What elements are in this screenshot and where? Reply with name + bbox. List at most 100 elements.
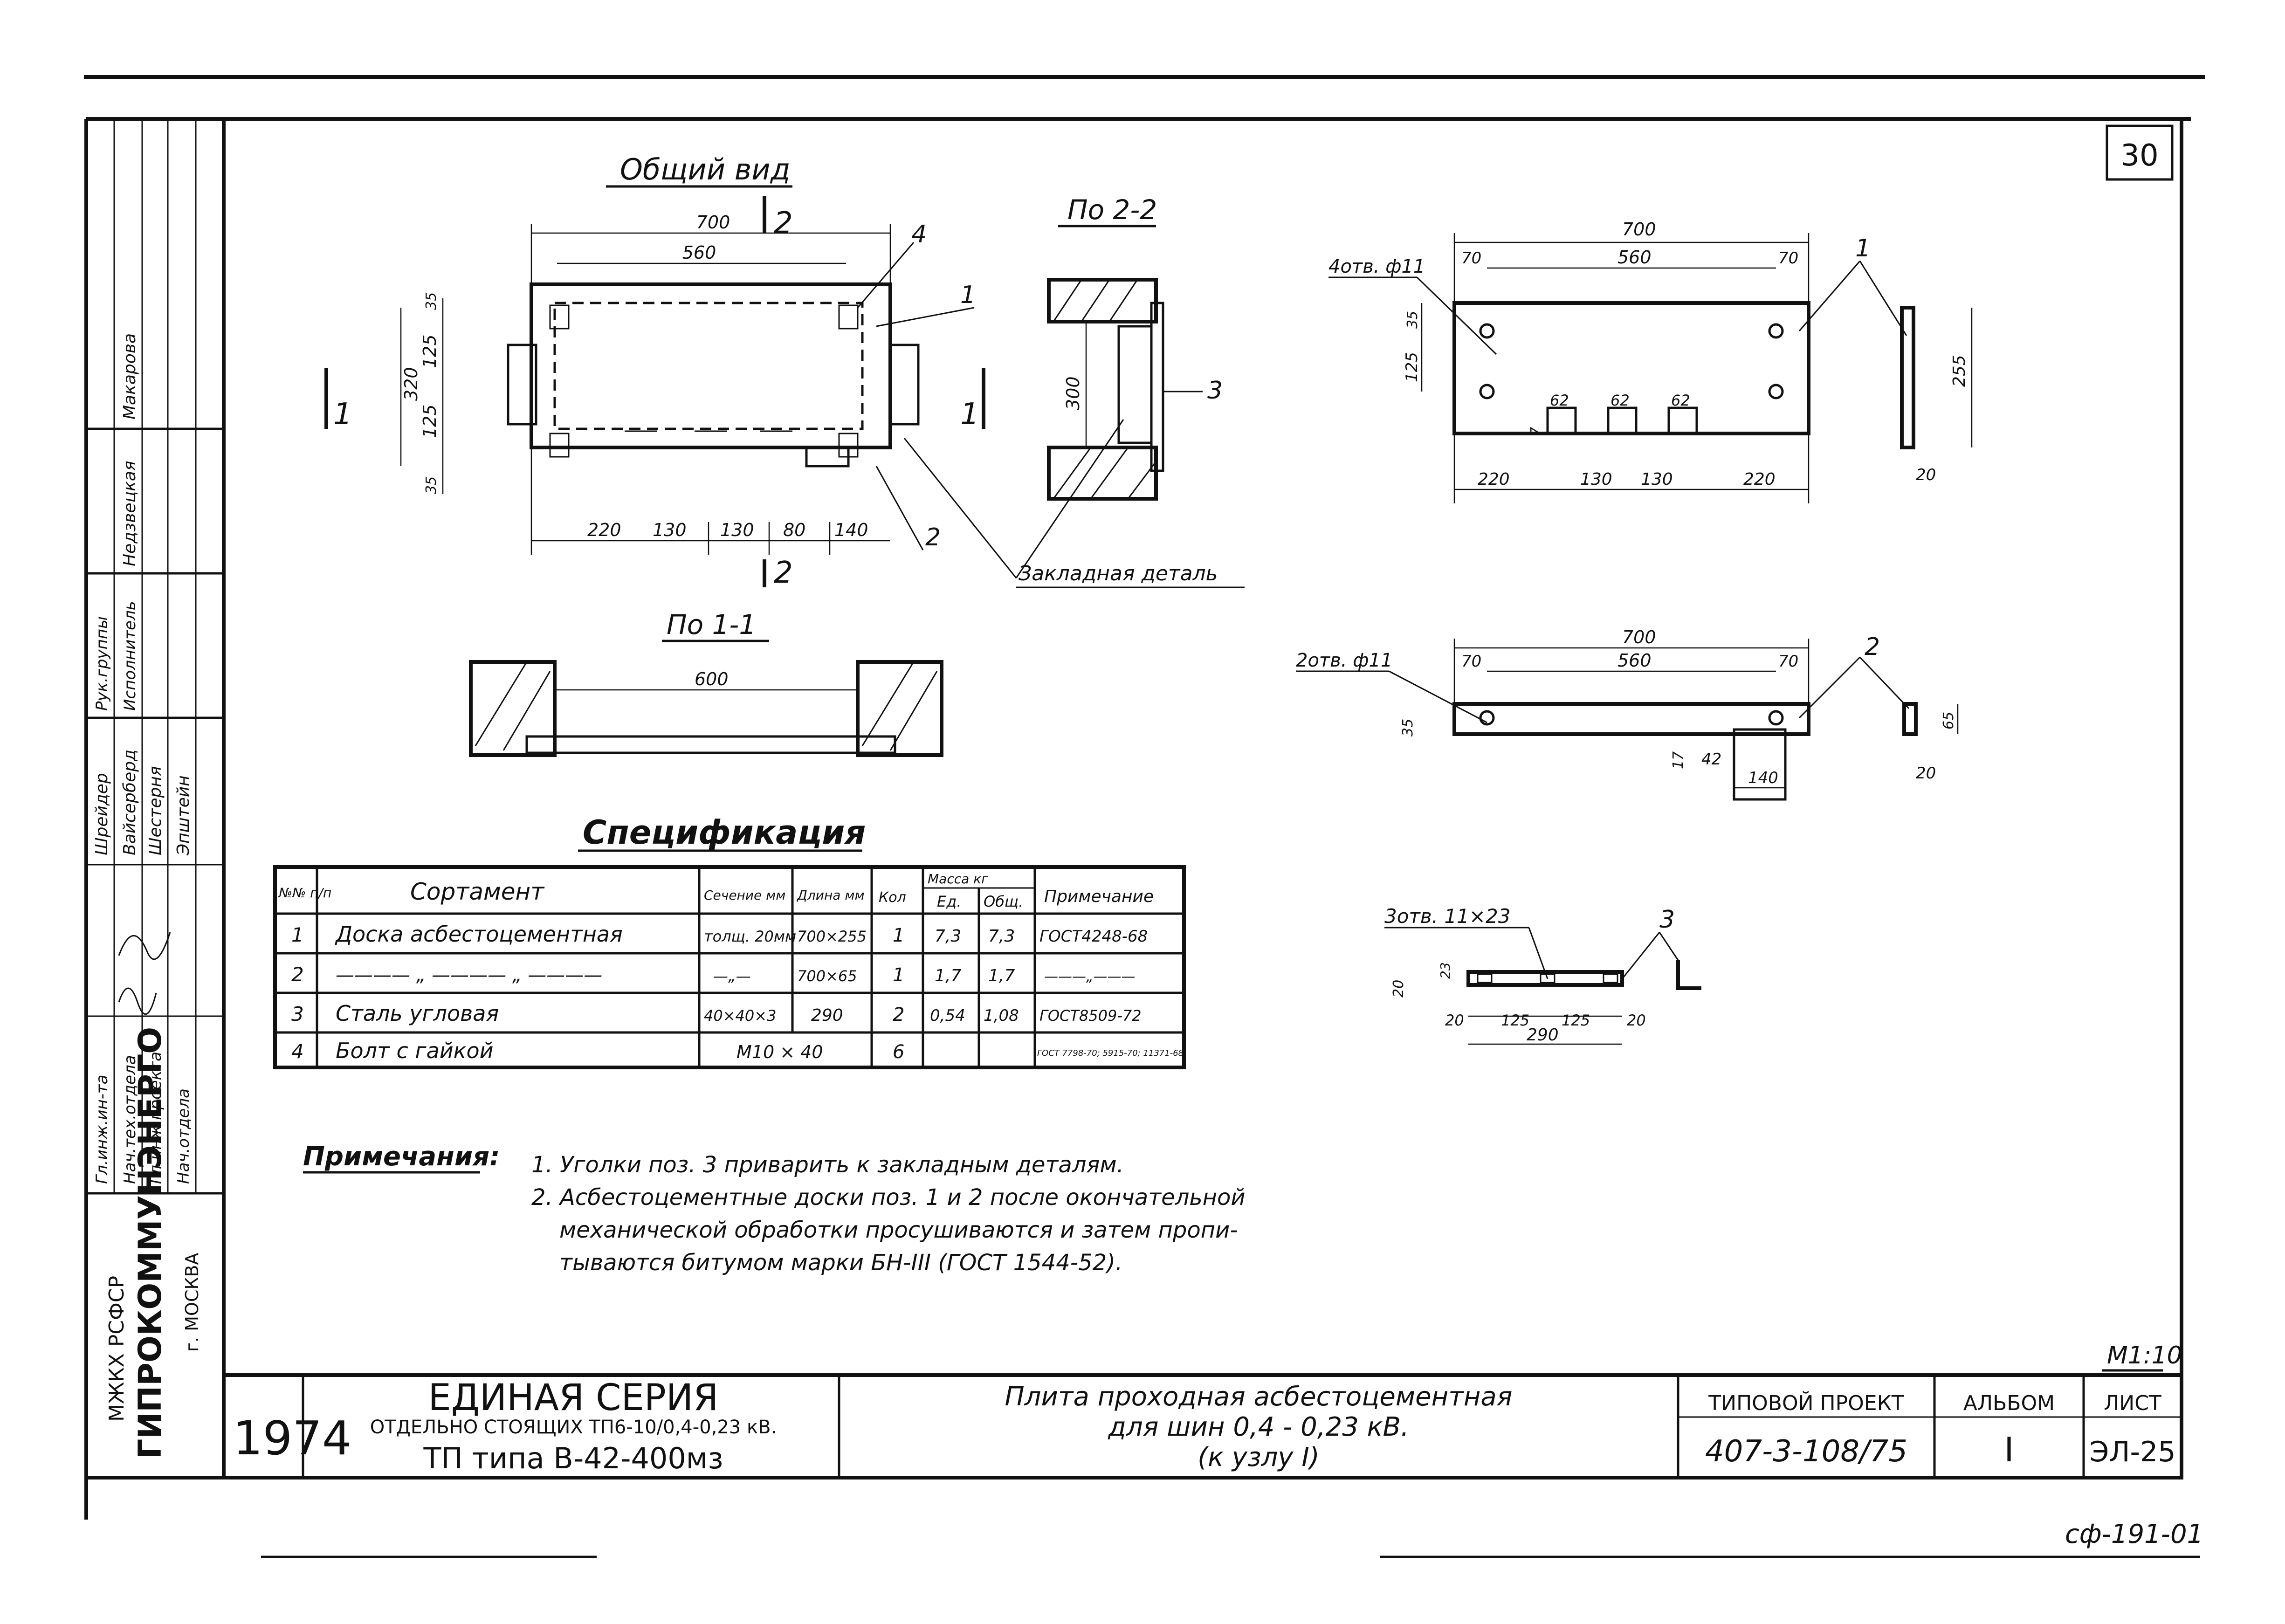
tb-sheet-value: ЭЛ-25 xyxy=(2089,1436,2175,1468)
d1-dim-255: 255 xyxy=(1950,355,1969,387)
stamp-ministry: МЖКХ РСФСР xyxy=(105,1276,129,1422)
spec-h-length: Длина мм xyxy=(796,888,865,903)
stamp-role-3: Гл.инж.проекта xyxy=(146,1052,165,1184)
d1-dim-70b: 70 xyxy=(1778,249,1798,268)
stamp-role-2: Нач.тех.отдела xyxy=(121,1055,139,1184)
spec-r1-length: 700×255 xyxy=(797,928,867,945)
spec-h-sort: Сортамент xyxy=(410,878,545,905)
spec-r3-total: 1,08 xyxy=(984,1006,1019,1025)
d1-dim-62b: 62 xyxy=(1611,392,1630,409)
section-2-2: По 2-2 300 3 Закладная деталь xyxy=(903,194,1245,588)
spec-r1-unit: 7,3 xyxy=(935,927,961,946)
doc-code: сф-191-01 xyxy=(2065,1519,2203,1549)
d2-dim-35: 35 xyxy=(1400,719,1416,736)
tb-year: 1974 xyxy=(233,1411,352,1466)
spec-r1-name: Доска асбестоцементная xyxy=(335,922,623,947)
d1-dim-130a: 130 xyxy=(1580,470,1612,489)
spec-r2-name: ———— „ ———— „ ———— xyxy=(336,964,602,986)
spec-r4-note: ГОСТ 7798-70; 5915-70; 11371-68 xyxy=(1037,1048,1184,1058)
spec-r4-qty: 6 xyxy=(893,1041,904,1063)
tb-series-title: ЕДИНАЯ СЕРИЯ xyxy=(428,1377,719,1419)
spec-h-mass-unit: Ед. xyxy=(937,893,962,910)
s22-dim-300: 300 xyxy=(1063,376,1083,410)
gv-section-2-top: 2 xyxy=(774,206,793,241)
spec-r3-name: Сталь угловая xyxy=(336,1001,499,1026)
notes-title: Примечания: xyxy=(303,1142,500,1172)
detail-pos-1: 700 70 560 70 4отв. ф11 35 125 7 62 62 6… xyxy=(1328,219,1973,503)
embedded-part-label: Закладная деталь xyxy=(1019,562,1218,585)
stamp-role-4: Нач.отдела xyxy=(174,1088,193,1184)
stamp-role-1: Гл.инж.ин-та xyxy=(93,1075,111,1184)
d3-holes: 3отв. 11×23 xyxy=(1384,905,1510,928)
gv-section-2-bottom: 2 xyxy=(774,556,793,590)
d3-dim-125a: 125 xyxy=(1501,1012,1529,1029)
notes-line-4: тываются битумом марки БН-III (ГОСТ 1544… xyxy=(559,1250,1122,1276)
tb-series-sub: ОТДЕЛЬНО СТОЯЩИХ ТП6-10/0,4-0,23 кВ. xyxy=(370,1417,777,1438)
gv-dim-140: 140 xyxy=(834,520,868,540)
d3-dim-20a: 20 xyxy=(1390,980,1407,998)
stamp-name-6: Макарова xyxy=(120,333,139,420)
spec-r3-unit: 0,54 xyxy=(930,1006,965,1025)
gv-dim-220: 220 xyxy=(587,520,621,540)
gv-pos-4: 4 xyxy=(911,220,927,248)
gv-dim-35a: 35 xyxy=(423,292,440,310)
stamp-city: г. МОСКВА xyxy=(182,1253,202,1352)
d1-dim-20: 20 xyxy=(1916,466,1936,484)
spec-r1-note: ГОСТ4248-68 xyxy=(1039,927,1148,946)
section-1-1: По 1-1 600 xyxy=(469,609,943,757)
d2-holes: 2отв. ф11 xyxy=(1296,650,1392,671)
spec-r4-section: М10 × 40 xyxy=(736,1042,823,1062)
s22-pos-3: 3 xyxy=(1207,377,1223,405)
spec-r2-note: ———„——— xyxy=(1044,969,1136,985)
d3-dim-20b: 20 xyxy=(1445,1012,1464,1029)
gv-pos-1: 1 xyxy=(960,281,976,309)
stamp-name-1: Шрейдер xyxy=(92,773,111,855)
d3-dim-125b: 125 xyxy=(1562,1012,1590,1029)
d1-dim-220a: 220 xyxy=(1478,470,1510,489)
d2-dim-140: 140 xyxy=(1748,769,1778,787)
tb-project-label: ТИПОВОЙ ПРОЕКТ xyxy=(1708,1390,1904,1415)
gv-pos-2: 2 xyxy=(925,523,941,551)
spec-r1-qty: 1 xyxy=(893,925,904,946)
d1-dim-125: 125 xyxy=(1403,352,1421,382)
d1-dim-560: 560 xyxy=(1617,247,1652,268)
spec-r1-total: 7,3 xyxy=(988,927,1015,946)
stamp-org: ГИПРОКОММУНЭНЕРГО xyxy=(132,1027,169,1459)
stamp-name-5: Недзвецкая xyxy=(120,461,139,566)
spec-r2-n: 2 xyxy=(291,963,304,986)
gv-section-1-right: 1 xyxy=(960,397,979,432)
gv-dim-560: 560 xyxy=(682,242,716,263)
section-1-1-title: По 1-1 xyxy=(667,609,756,640)
d1-dim-7: 7 xyxy=(1528,427,1544,436)
notes-line-2: 2. Асбестоцементные доски поз. 1 и 2 пос… xyxy=(531,1184,1246,1211)
tb-drawing-title-3: (к узлу I) xyxy=(1198,1442,1320,1473)
d2-dim-20: 20 xyxy=(1916,764,1936,783)
section-2-2-title: По 2-2 xyxy=(1067,194,1157,226)
tb-sheet-label: ЛИСТ xyxy=(2104,1391,2161,1415)
notes-line-3: механической обработки просушиваются и з… xyxy=(559,1217,1238,1243)
spec-r2-section: —„— xyxy=(713,967,751,985)
detail-pos-3: 3отв. 11×23 23 20 20 125 125 20 290 3 xyxy=(1384,905,1701,1045)
d1-dim-130b: 130 xyxy=(1641,470,1673,489)
tb-project-value: 407-3-108/75 xyxy=(1705,1434,1907,1469)
spec-r2-total: 1,7 xyxy=(988,966,1015,985)
sheet-frame xyxy=(84,75,2205,1558)
d3-dim-23: 23 xyxy=(1438,962,1453,979)
d2-dim-70b: 70 xyxy=(1778,652,1798,671)
gv-dim-35b: 35 xyxy=(423,476,440,494)
spec-r2-length: 700×65 xyxy=(797,967,857,985)
d2-dim-560: 560 xyxy=(1617,650,1652,671)
tb-album-label: АЛЬБОМ xyxy=(1963,1391,2055,1415)
tb-album-value: I xyxy=(2004,1430,2014,1469)
d1-pos: 1 xyxy=(1855,234,1871,262)
notes: Примечания: 1. Уголки поз. 3 приварить к… xyxy=(303,1142,1246,1276)
spec-h-section: Сечение мм xyxy=(704,888,785,903)
d3-dim-20c: 20 xyxy=(1627,1012,1646,1029)
d1-dim-35: 35 xyxy=(1404,311,1421,329)
side-stamp: МЖКХ РСФСР ГИПРОКОММУНЭНЕРГО г. МОСКВА Г… xyxy=(86,119,224,1459)
stamp-name-4: Эпштейн xyxy=(174,775,193,856)
tb-drawing-title-2: для шин 0,4 - 0,23 кВ. xyxy=(1108,1412,1409,1442)
d1-dim-62c: 62 xyxy=(1671,392,1690,409)
d2-dim-65: 65 xyxy=(1941,712,1957,729)
